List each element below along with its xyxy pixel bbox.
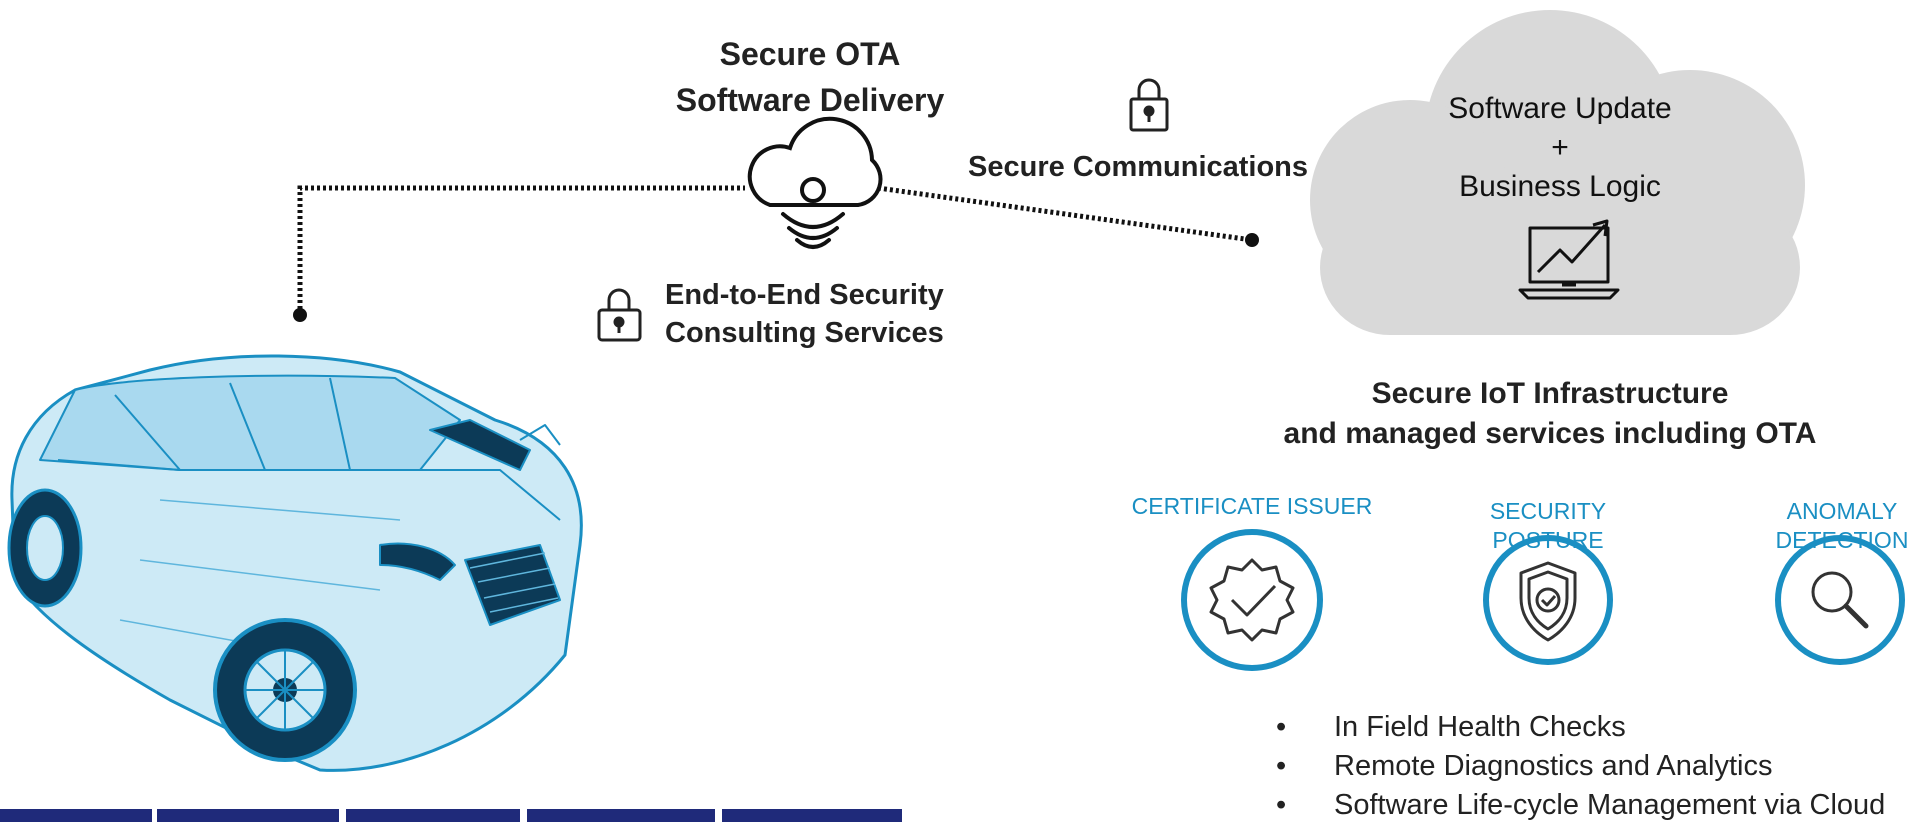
security-posture-badge [1483, 535, 1613, 665]
shield-check-icon [1519, 561, 1577, 642]
certificate-badge [1181, 529, 1323, 671]
consulting-services-label: End-to-End Security Consulting Services [665, 276, 944, 352]
cloud-connector-line [877, 185, 1253, 243]
cloud-text-plus: + [1551, 131, 1569, 164]
vehicle-connector-node [293, 308, 307, 322]
nav-strip-segment [722, 809, 902, 822]
infrastructure-line-1: Secure IoT Infrastructure [1371, 377, 1729, 410]
cloud-text-line-3: Business Logic [1459, 170, 1661, 203]
car-wireframe-image [7, 354, 583, 772]
nav-strip-segment [157, 809, 339, 822]
certificate-seal-icon [1209, 558, 1295, 642]
capabilities-list: In Field Health Checks Remote Diagnostic… [1276, 708, 1885, 825]
consulting-line-1: End-to-End Security [665, 279, 944, 311]
cloud-connector-node [1245, 233, 1259, 247]
infrastructure-line-2: and managed services including OTA [1283, 417, 1817, 450]
consulting-line-2: Consulting Services [665, 317, 944, 349]
certificate-issuer-label: CERTIFICATE ISSUER [1131, 493, 1373, 519]
secure-communications-label: Secure Communications [968, 151, 1309, 183]
cloud-signal-icon [747, 116, 883, 249]
ota-title: Secure OTA Software Delivery [600, 31, 1020, 123]
cloud-text-line-1: Software Update [1448, 92, 1672, 125]
anomaly-detection-badge [1775, 535, 1905, 665]
security-posture-label: SECURITY POSTURE [1489, 498, 1607, 553]
vehicle-connector-line [297, 185, 745, 315]
business-logic-cloud [1310, 10, 1805, 335]
cloud-text: Software Update + Business Logic [1410, 89, 1710, 206]
nav-strip-segment [0, 809, 152, 822]
infrastructure-label: Secure IoT Infrastructure and managed se… [1240, 374, 1860, 454]
list-item: Remote Diagnostics and Analytics [1276, 747, 1885, 786]
nav-strip-segment [346, 809, 520, 822]
lock-icon [1129, 78, 1169, 132]
list-item: In Field Health Checks [1276, 708, 1885, 747]
lock-icon [597, 288, 642, 342]
ota-title-line-1: Secure OTA [719, 36, 901, 72]
ota-title-line-2: Software Delivery [675, 82, 945, 118]
magnifier-icon [1811, 571, 1869, 629]
list-item: Software Life-cycle Management via Cloud [1276, 786, 1885, 825]
anomaly-detection-label: ANOMALY DETECTION [1775, 498, 1909, 553]
laptop-chart-icon [1518, 219, 1620, 300]
nav-strip-segment [527, 809, 715, 822]
